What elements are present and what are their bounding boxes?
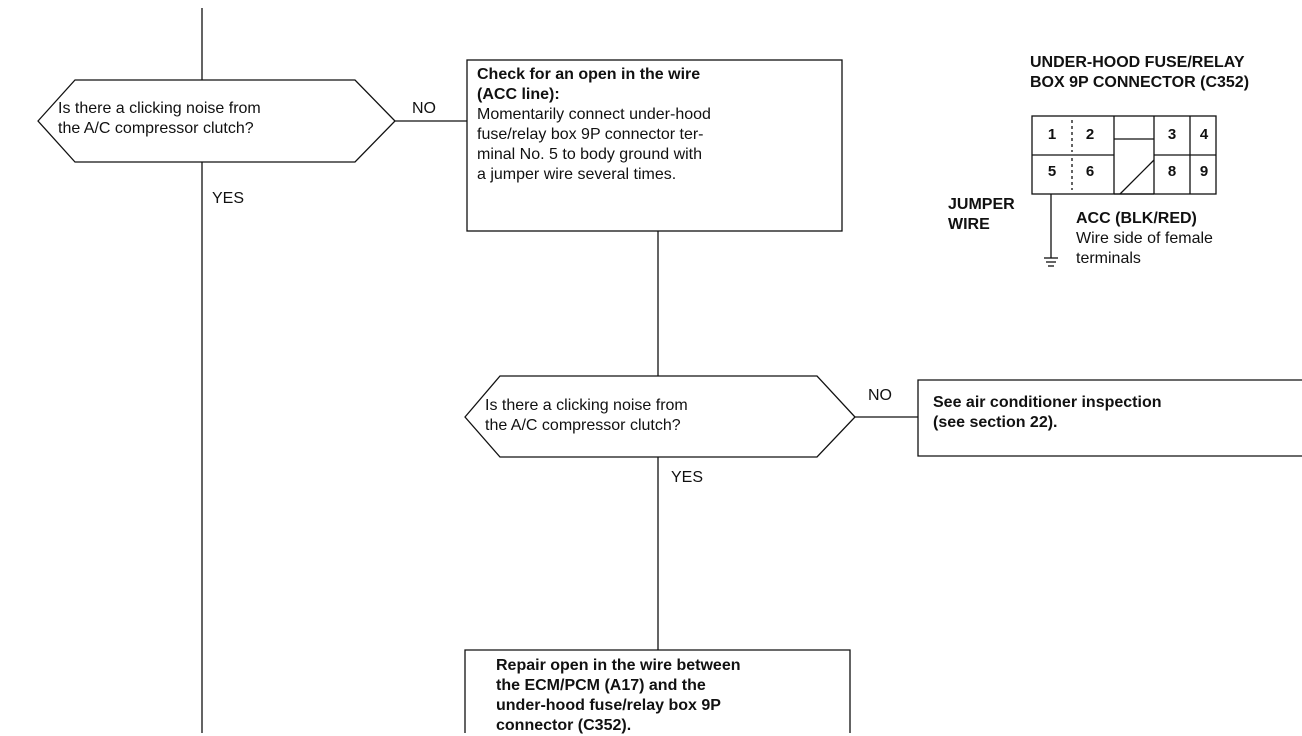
decision-1-line-2: the A/C compressor clutch? bbox=[58, 120, 254, 137]
terminal-4: 4 bbox=[1199, 126, 1209, 143]
check-box-body-3: minal No. 5 to body ground with bbox=[477, 146, 703, 163]
decision-1-no-label: NO bbox=[412, 100, 436, 117]
see-box-line-2: (see section 22). bbox=[933, 414, 1058, 431]
connector-note-1: Wire side of female bbox=[1076, 230, 1213, 247]
terminal-1: 1 bbox=[1047, 126, 1057, 143]
repair-box-border bbox=[464, 649, 851, 733]
acc-wire-diagonal bbox=[1119, 159, 1155, 195]
see-box-border bbox=[917, 379, 1302, 457]
see-box-line-1: See air conditioner inspection bbox=[933, 394, 1162, 411]
decision-1-line-1: Is there a clicking noise from bbox=[58, 100, 261, 117]
decision-2-no-label: NO bbox=[868, 387, 892, 404]
decision-2-yes-label: YES bbox=[671, 469, 704, 486]
check-box-body-4: a jumper wire several times. bbox=[477, 166, 677, 183]
decision-1-yes-label: YES bbox=[212, 190, 245, 207]
repair-box-line-1: Repair open in the wire between bbox=[496, 657, 741, 674]
jumper-label-2: WIRE bbox=[948, 216, 990, 233]
repair-box-line-2: the ECM/PCM (A17) and the bbox=[496, 677, 706, 694]
repair-box-line-4: connector (C352). bbox=[496, 717, 632, 734]
decision-2-line-1: Is there a clicking noise from bbox=[485, 397, 688, 414]
repair-box-line-3: under-hood fuse/relay box 9P bbox=[496, 697, 721, 714]
connector-title-1: UNDER-HOOD FUSE/RELAY bbox=[1030, 54, 1245, 71]
check-box-body-2: fuse/relay box 9P connector ter- bbox=[477, 126, 704, 143]
check-box-title-2: (ACC line): bbox=[477, 86, 560, 103]
decision-2-line-2: the A/C compressor clutch? bbox=[485, 417, 681, 434]
terminal-9: 9 bbox=[1199, 163, 1209, 180]
acc-label: ACC (BLK/RED) bbox=[1076, 210, 1197, 227]
connector-title-2: BOX 9P CONNECTOR (C352) bbox=[1030, 74, 1250, 91]
connector-note-2: terminals bbox=[1076, 250, 1141, 267]
terminal-5: 5 bbox=[1047, 163, 1057, 180]
check-box-text: Check for an open in the wire (ACC line)… bbox=[477, 65, 711, 185]
terminal-8: 8 bbox=[1167, 163, 1177, 180]
terminal-3: 3 bbox=[1167, 126, 1177, 143]
repair-box-text: Repair open in the wire between the ECM/… bbox=[496, 656, 741, 736]
terminal-2: 2 bbox=[1085, 126, 1095, 143]
check-box-body-1: Momentarily connect under-hood bbox=[477, 106, 711, 123]
jumper-label-1: JUMPER bbox=[948, 196, 1015, 213]
terminal-6: 6 bbox=[1085, 163, 1095, 180]
check-box-border bbox=[466, 59, 843, 232]
check-box-title-1: Check for an open in the wire bbox=[477, 66, 701, 83]
